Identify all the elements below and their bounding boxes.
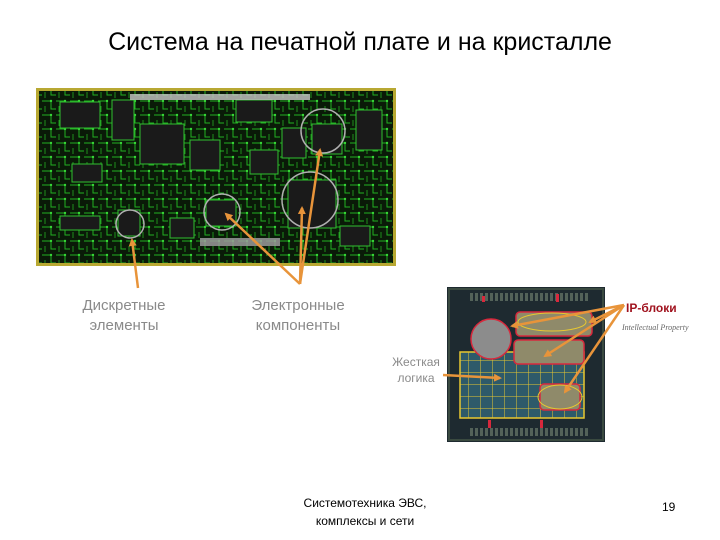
- label-hard-logic: Жесткая логика: [386, 354, 446, 386]
- footer-line2: комплексы и сети: [315, 514, 415, 528]
- arrow-ip-3: [543, 303, 625, 358]
- soc-die-image: [447, 287, 605, 442]
- arrow-ip-1: [510, 303, 625, 329]
- label-electronic-line2: компоненты: [255, 317, 341, 334]
- label-discrete-line1: Дискретные: [82, 297, 166, 314]
- pcb-arrows: [128, 148, 324, 289]
- label-ip-subtitle: Intellectual Property: [622, 323, 689, 332]
- pcb-board-image: [36, 88, 396, 266]
- slide-title: Система на печатной плате и на кристалле: [108, 28, 612, 56]
- label-ip-blocks: IP-блоки: [626, 301, 677, 315]
- arrow-electronic-3: [298, 148, 324, 285]
- arrow-discrete: [128, 238, 140, 289]
- footer-line1: Системотехника ЭВС,: [303, 496, 427, 510]
- label-discrete-elements: Дискретные элементы: [68, 296, 180, 336]
- arrow-ip-4: [563, 304, 626, 394]
- label-hard-logic-line2: логика: [397, 371, 435, 385]
- page-number: 19: [662, 500, 676, 514]
- label-discrete-line2: элементы: [89, 317, 159, 334]
- label-electronic-components: Электронные компоненты: [236, 296, 360, 336]
- arrow-electronic-2: [297, 206, 306, 285]
- label-electronic-line1: Электронные: [251, 297, 345, 314]
- arrow-hard-logic: [442, 373, 502, 382]
- slide-footer: Системотехника ЭВС, комплексы и сети: [280, 494, 450, 530]
- chip-arrows: [442, 303, 626, 394]
- label-hard-logic-line1: Жесткая: [392, 355, 440, 369]
- arrow-electronic-1: [224, 212, 301, 285]
